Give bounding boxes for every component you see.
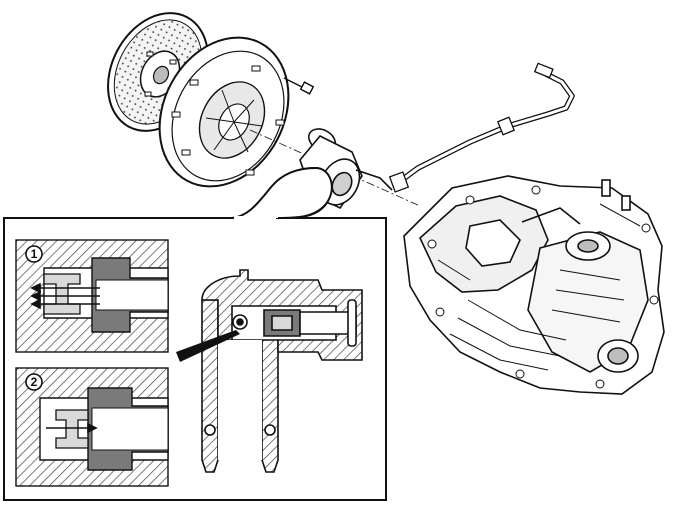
- gearbox-icon: [403, 175, 665, 395]
- detail-panel-2: 2: [15, 367, 169, 487]
- flow-arrow-icon: [30, 282, 100, 310]
- pointer-wedge: [176, 330, 240, 362]
- pressure-plate-icon: [158, 36, 290, 188]
- flow-arrow-icon: [46, 422, 98, 434]
- callout-marker-1: [25, 245, 43, 263]
- callout-marker-2: [25, 373, 43, 391]
- slave-cylinder-cross-section: [201, 269, 363, 473]
- callout-number-1: 1: [31, 247, 38, 261]
- callout-number-2: 2: [31, 375, 38, 389]
- detail-panel-1: 1: [15, 239, 169, 353]
- hydraulic-line-icon: [388, 62, 575, 193]
- bolt-icon: [283, 77, 315, 95]
